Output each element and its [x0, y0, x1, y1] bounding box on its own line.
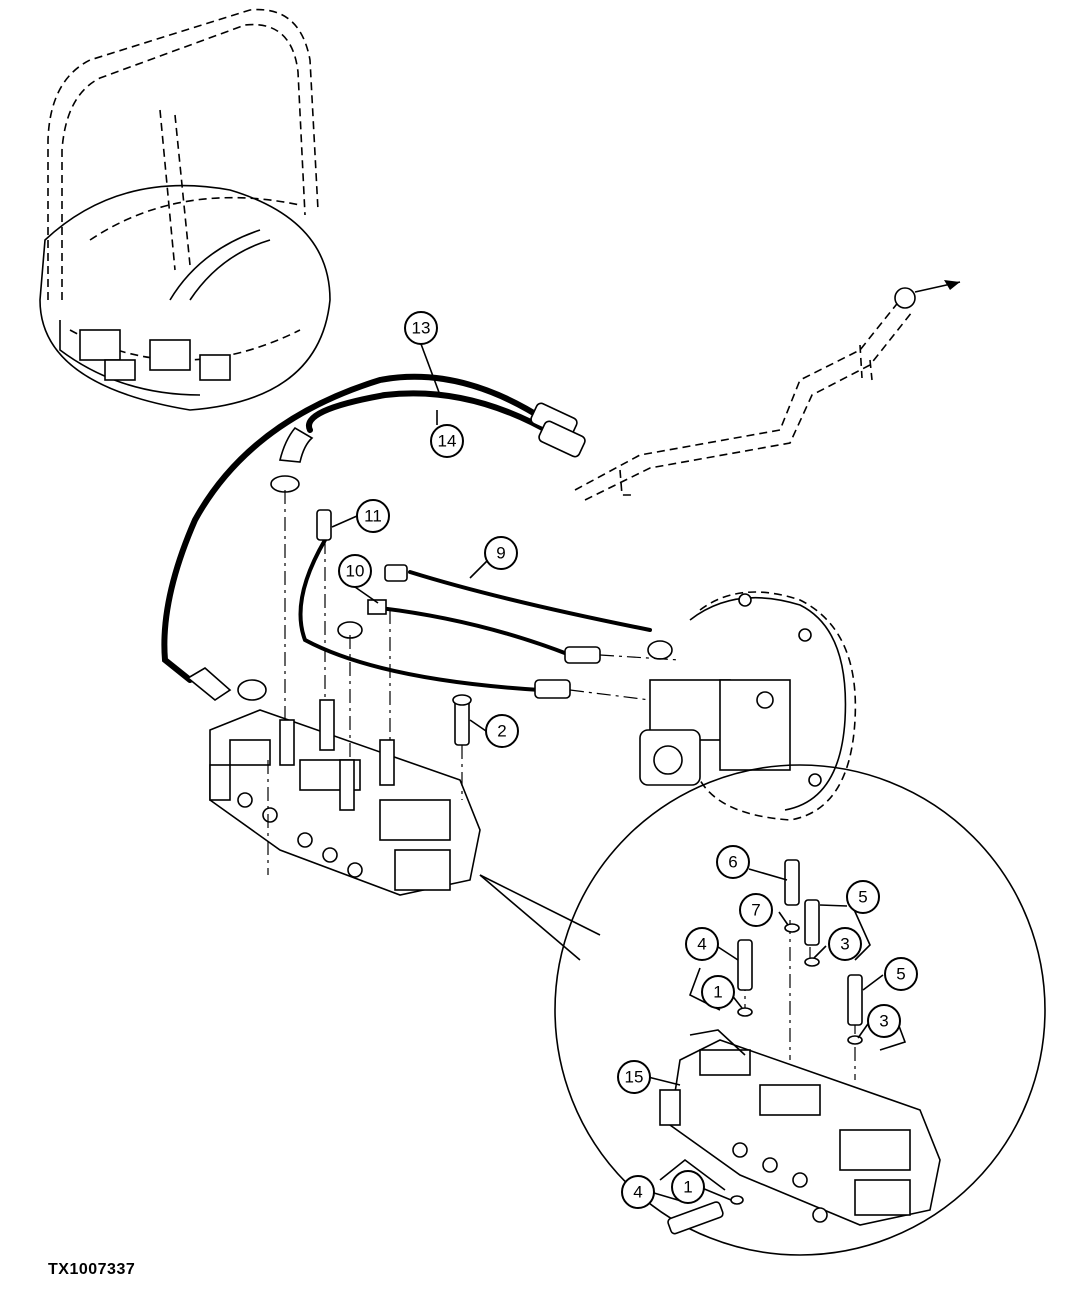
boom-pipe — [574, 280, 961, 501]
callout-5-upper: 5 — [846, 880, 880, 914]
callout-5-upper-label: 5 — [858, 888, 867, 907]
callout-15: 15 — [617, 1060, 651, 1094]
callout-4-lower-label: 4 — [633, 1183, 642, 1202]
callout-3-lower-label: 3 — [879, 1012, 888, 1031]
callout-10-label: 10 — [346, 562, 365, 581]
control-valve — [209, 694, 481, 896]
callout-14-label: 14 — [438, 432, 457, 451]
callout-2: 2 — [485, 714, 519, 748]
callout-3-upper: 3 — [828, 927, 862, 961]
callout-3-lower: 3 — [867, 1004, 901, 1038]
callout-4-upper: 4 — [685, 927, 719, 961]
hoses-13-14 — [161, 373, 586, 701]
callout-7: 7 — [739, 893, 773, 927]
callout-11: 11 — [356, 499, 390, 533]
callout-2-label: 2 — [497, 722, 506, 741]
callout-13: 13 — [404, 311, 438, 345]
detail-view — [479, 764, 1046, 1256]
callout-15-label: 15 — [625, 1068, 644, 1087]
callout-10: 10 — [338, 554, 372, 588]
callout-9: 9 — [484, 536, 518, 570]
callout-14: 14 — [430, 424, 464, 458]
callout-3-upper-label: 3 — [840, 935, 849, 954]
callout-1-lower-label: 1 — [683, 1178, 692, 1197]
callout-1-upper-label: 1 — [713, 983, 722, 1002]
callout-11-label: 11 — [364, 507, 382, 526]
callout-1-upper: 1 — [701, 975, 735, 1009]
callout-4-upper-label: 4 — [697, 935, 706, 954]
excavator-cab — [39, 8, 331, 411]
callout-13-label: 13 — [412, 319, 431, 338]
guide-lines — [267, 490, 856, 1080]
callout-6-label: 6 — [728, 853, 737, 872]
callout-1-lower: 1 — [671, 1170, 705, 1204]
hoses-9-10-11 — [298, 509, 673, 699]
figure-id: TX1007337 — [48, 1261, 136, 1278]
callout-5-lower: 5 — [884, 957, 918, 991]
callout-4-lower: 4 — [621, 1175, 655, 1209]
callout-6: 6 — [716, 845, 750, 879]
callout-5-lower-label: 5 — [896, 965, 905, 984]
swing-motor — [639, 591, 857, 821]
callout-9-label: 9 — [496, 544, 505, 563]
callout-7-label: 7 — [751, 901, 760, 920]
